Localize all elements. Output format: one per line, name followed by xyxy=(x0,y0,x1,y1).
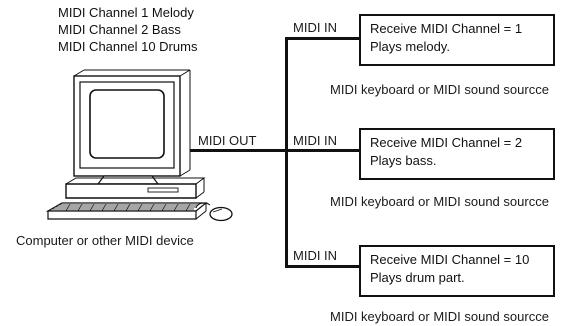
receiver-box-2: Receive MIDI Channel = 2 Plays bass. xyxy=(359,128,555,180)
midi-in-label-1: MIDI IN xyxy=(293,20,338,35)
midi-out-cable xyxy=(190,149,288,152)
computer-caption: Computer or other MIDI device xyxy=(16,233,194,248)
keyboard-icon xyxy=(45,202,208,220)
channel-note-2: MIDI Channel 2 Bass xyxy=(58,22,181,37)
receiver-1-channel: Receive MIDI Channel = 1 xyxy=(370,21,523,36)
channel-note-3: MIDI Channel 10 Drums xyxy=(58,39,198,54)
receiver-2-channel: Receive MIDI Channel = 2 xyxy=(370,135,523,150)
channel-note-1: MIDI Channel 1 Melody xyxy=(58,5,194,20)
computer-icon xyxy=(65,69,206,199)
receiver-3-caption: MIDI keyboard or MIDI sound sourcce xyxy=(330,309,549,324)
receiver-2-part: Plays bass. xyxy=(370,153,437,168)
receiver-box-3: Receive MIDI Channel = 10 Plays drum par… xyxy=(359,245,555,297)
midi-in-cable-3 xyxy=(285,265,361,268)
receiver-box-1: Receive MIDI Channel = 1 Plays melody. xyxy=(359,14,555,66)
midi-in-label-3: MIDI IN xyxy=(293,248,338,263)
mouse-icon xyxy=(195,202,233,222)
receiver-1-part: Plays melody. xyxy=(370,39,450,54)
receiver-3-part: Plays drum part. xyxy=(370,270,465,285)
midi-out-label: MIDI OUT xyxy=(198,133,257,148)
midi-in-cable-1 xyxy=(285,37,361,40)
midi-in-label-2: MIDI IN xyxy=(293,133,338,148)
channel-notes: MIDI Channel 1 Melody MIDI Channel 2 Bas… xyxy=(58,4,258,55)
receiver-1-caption: MIDI keyboard or MIDI sound sourcce xyxy=(330,82,549,97)
receiver-3-channel: Receive MIDI Channel = 10 xyxy=(370,252,530,267)
receiver-2-caption: MIDI keyboard or MIDI sound sourcce xyxy=(330,194,549,209)
midi-bus-line xyxy=(285,37,288,268)
midi-in-cable-2 xyxy=(285,149,361,152)
